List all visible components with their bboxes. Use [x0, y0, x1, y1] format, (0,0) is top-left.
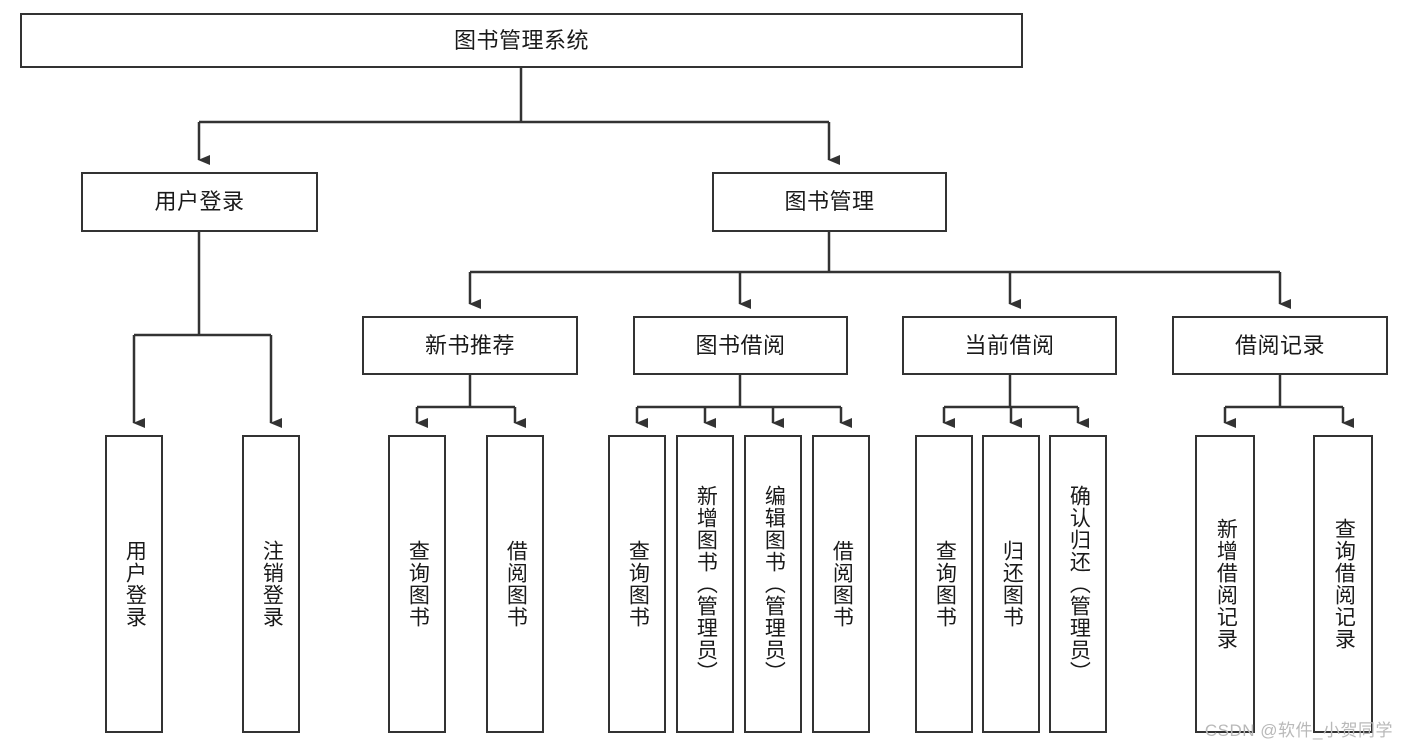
connector-lines [132, 68, 1354, 428]
node-current-borrow[interactable]: 当前借阅 [902, 316, 1117, 375]
node-leaf-query-book-br[interactable]: 查询图书 [608, 435, 666, 733]
node-book-manage-label: 图书管理 [784, 189, 875, 215]
node-leaf-edit-book-label: 编辑图书（管理员） [762, 485, 786, 683]
node-root-label: 图书管理系统 [453, 27, 589, 53]
node-leaf-confirm-return-label: 确认归还（管理员） [1067, 485, 1091, 683]
node-leaf-return-book-label: 归还图书 [1000, 540, 1024, 628]
node-book-borrow-label: 图书借阅 [695, 332, 786, 358]
node-leaf-borrow-book-rec[interactable]: 借阅图书 [486, 435, 544, 733]
node-borrow-record[interactable]: 借阅记录 [1172, 316, 1388, 375]
node-leaf-query-book-rec[interactable]: 查询图书 [388, 435, 446, 733]
node-new-book-rec[interactable]: 新书推荐 [362, 316, 578, 375]
node-leaf-add-record[interactable]: 新增借阅记录 [1195, 435, 1255, 733]
node-book-borrow[interactable]: 图书借阅 [633, 316, 848, 375]
node-leaf-query-record[interactable]: 查询借阅记录 [1313, 435, 1373, 733]
node-leaf-borrow-book-rec-label: 借阅图书 [504, 540, 528, 628]
node-leaf-query-book-br-label: 查询图书 [626, 540, 650, 628]
node-user-login-label: 用户登录 [154, 189, 245, 215]
node-leaf-return-book[interactable]: 归还图书 [982, 435, 1040, 733]
node-leaf-user-login-label: 用户登录 [123, 540, 147, 628]
node-root[interactable]: 图书管理系统 [20, 13, 1023, 68]
node-leaf-add-record-label: 新增借阅记录 [1214, 518, 1238, 650]
node-leaf-user-login[interactable]: 用户登录 [105, 435, 163, 733]
node-leaf-borrow-book-br[interactable]: 借阅图书 [812, 435, 870, 733]
node-leaf-add-book[interactable]: 新增图书（管理员） [676, 435, 734, 733]
node-leaf-add-book-label: 新增图书（管理员） [694, 485, 718, 683]
node-borrow-record-label: 借阅记录 [1234, 332, 1325, 358]
csdn-watermark: CSDN @软件_小贺同学 [1204, 721, 1393, 740]
node-leaf-user-logout-label: 注销登录 [260, 540, 284, 628]
node-leaf-user-logout[interactable]: 注销登录 [242, 435, 300, 733]
node-leaf-query-record-label: 查询借阅记录 [1332, 518, 1356, 650]
node-leaf-query-book-cb-label: 查询图书 [933, 540, 957, 628]
node-new-book-rec-label: 新书推荐 [424, 332, 515, 358]
node-leaf-edit-book[interactable]: 编辑图书（管理员） [744, 435, 802, 733]
node-leaf-borrow-book-br-label: 借阅图书 [830, 540, 854, 628]
node-leaf-confirm-return[interactable]: 确认归还（管理员） [1049, 435, 1107, 733]
node-current-borrow-label: 当前借阅 [964, 332, 1055, 358]
node-leaf-query-book-cb[interactable]: 查询图书 [915, 435, 973, 733]
node-leaf-query-book-rec-label: 查询图书 [406, 540, 430, 628]
node-book-manage[interactable]: 图书管理 [712, 172, 947, 232]
node-user-login[interactable]: 用户登录 [81, 172, 318, 232]
